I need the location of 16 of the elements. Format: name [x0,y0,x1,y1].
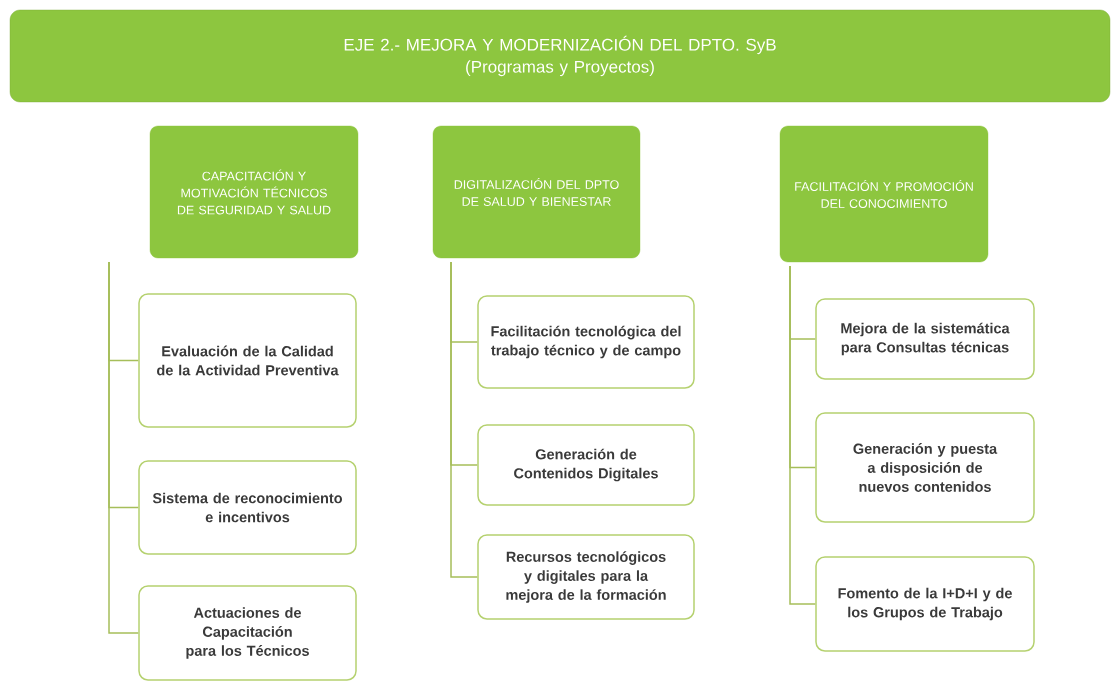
project-box: Mejora de la sistemática para Consultas técnicas [815,298,1035,380]
project-box: Recursos tecnológicos y digitales para la mejora de la formación [477,534,695,620]
project-box: Evaluación de la Calidad de la Actividad Preventiva [138,293,357,428]
category-box: DIGITALIZACIÓN DEL DPTO DE SALUD Y BIENESTAR [432,125,641,259]
connector-line [450,261,478,578]
project-box: Sistema de reconocimiento e incentivos [138,460,357,555]
project-box: Generación y puesta a disposición de nuevos contenidos [815,412,1035,523]
category-box: CAPACITACIÓN Y MOTIVACIÓN TÉCNICOS DE SEGURIDAD Y SALUD [149,125,359,259]
project-box: Fomento de la I+D+I y de los Grupos de Trabajo [815,556,1035,652]
connector-line [108,261,139,634]
category-box: FACILITACIÓN Y PROMOCIÓN DEL CONOCIMIENTO [779,125,989,263]
project-box: Generación de Contenidos Digitales [477,424,695,506]
project-box: Facilitación tecnológica del trabajo técnico y de campo [477,295,695,389]
header-banner: EJE 2.- MEJORA Y MODERNIZACIÓN DEL DPTO. SyB (Programas y Proyectos) [9,9,1111,103]
project-box: Actuaciones de Capacitación para los Técnicos [138,585,357,681]
connector-line [789,265,816,605]
